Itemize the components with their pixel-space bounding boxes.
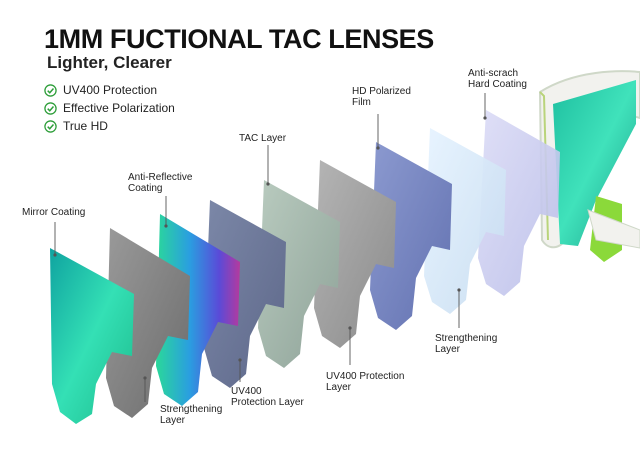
layer-hd-polarized — [370, 142, 452, 330]
label-mirror-coating: Mirror Coating — [22, 207, 86, 218]
layer-strengthening-1 — [106, 228, 190, 418]
feature-item: Effective Polarization — [44, 101, 175, 115]
page-subtitle: Lighter, Clearer — [47, 53, 172, 72]
label-uv400-1: UV400 Protection Layer — [231, 386, 304, 408]
layer-mirror-coating — [50, 248, 134, 424]
layer-uv400-1 — [204, 200, 286, 388]
feature-label: Effective Polarization — [63, 101, 175, 115]
label-uv400-2: UV400 Protection Layer — [326, 371, 405, 393]
label-strengthening-2: Strengthening Layer — [435, 333, 498, 355]
check-circle-icon — [44, 83, 57, 97]
check-circle-icon — [44, 119, 57, 133]
label-anti-scratch: Anti-scrach Hard Coating — [468, 68, 527, 90]
feature-item: UV400 Protection — [44, 83, 157, 97]
label-hd-polarized: HD Polarized Film — [352, 86, 411, 108]
check-circle-icon — [44, 101, 57, 115]
layer-anti-reflective — [156, 214, 240, 406]
layer-uv400-2 — [314, 160, 396, 348]
layer-anti-scratch — [478, 110, 560, 296]
layer-tac — [258, 180, 340, 368]
label-strengthening-1: Strengthening Layer — [160, 404, 223, 426]
page-title: 1MM FUCTIONAL TAC LENSES — [44, 24, 434, 54]
feature-label: True HD — [63, 119, 108, 133]
feature-item: True HD — [44, 119, 108, 133]
layer-strengthening-2 — [424, 128, 506, 314]
label-anti-reflective: Anti-Reflective Coating — [128, 172, 193, 194]
feature-label: UV400 Protection — [63, 83, 158, 97]
label-tac-layer: TAC Layer — [239, 133, 287, 144]
goggle-frame — [538, 70, 640, 262]
